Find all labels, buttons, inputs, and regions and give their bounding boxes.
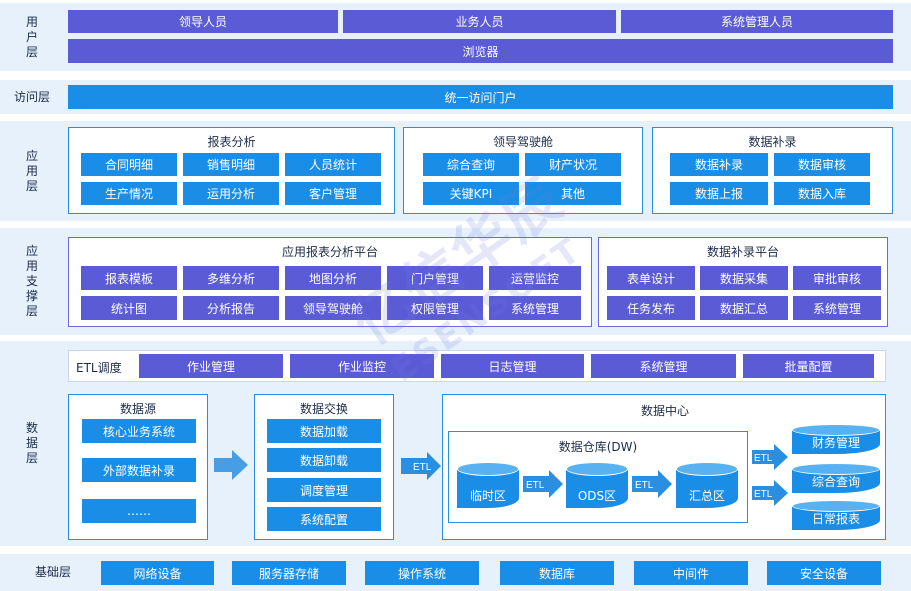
staging-db-icon: 临时区 xyxy=(457,462,519,508)
base-cell: 服务器存储 xyxy=(232,561,346,585)
layer-label-base: 基础层 xyxy=(34,565,71,579)
etl-arrow-icon: ETL xyxy=(752,444,788,470)
app-cell: 数据入库 xyxy=(774,182,870,205)
support-cell: 系统管理 xyxy=(793,296,881,320)
etl-arrow-icon: ETL xyxy=(401,452,441,480)
etl-cell: 作业管理 xyxy=(139,354,283,378)
etl-arrow-label: ETL xyxy=(413,462,432,473)
query-mart-icon: 综合查询 xyxy=(792,463,880,493)
layer-label-support: 应用支撑层 xyxy=(25,244,38,318)
app-cell: 综合查询 xyxy=(423,153,519,176)
etl-arrow-label: ETL xyxy=(635,480,654,491)
app-cell: 其他 xyxy=(525,182,621,205)
finance-mart-icon: 财务管理 xyxy=(792,424,880,454)
support-cell: 分析报告 xyxy=(183,296,279,320)
app-cell: 关键KPI xyxy=(423,182,519,205)
etl-cell: 日志管理 xyxy=(441,354,584,378)
data-exchange-title: 数据交换 xyxy=(299,402,348,416)
arrow-right-icon xyxy=(214,450,248,480)
source-cell: 核心业务系统 xyxy=(82,419,196,443)
role-sysadmin: 系统管理人员 xyxy=(621,10,893,33)
support-cell: 权限管理 xyxy=(387,296,483,320)
supplement-platform-title: 数据补录平台 xyxy=(706,245,779,259)
ods-db-icon: ODS区 xyxy=(566,462,628,508)
support-cell: 系统管理 xyxy=(489,296,581,320)
support-cell: 地图分析 xyxy=(285,266,381,290)
exchange-cell: 数据卸载 xyxy=(267,448,381,472)
source-cell: …… xyxy=(82,499,196,523)
layer-label-user: 用户层 xyxy=(25,14,38,59)
layer-label-data: 数据层 xyxy=(25,421,38,465)
support-cell: 数据汇总 xyxy=(700,296,788,320)
support-cell: 任务发布 xyxy=(607,296,695,320)
exchange-cell: 数据加载 xyxy=(267,419,381,443)
layer-label-app: 应用层 xyxy=(25,148,38,193)
base-cell: 中间件 xyxy=(634,561,748,585)
base-cell: 操作系统 xyxy=(365,561,479,585)
exchange-cell: 调度管理 xyxy=(267,478,381,502)
app-cell: 合同明细 xyxy=(81,153,177,176)
data-center-title: 数据中心 xyxy=(640,404,689,418)
support-cell: 报表模板 xyxy=(81,266,177,290)
data-warehouse-title: 数据仓库(DW) xyxy=(558,440,638,454)
unified-portal-bar: 统一访问门户 xyxy=(68,85,893,109)
role-leader: 领导人员 xyxy=(68,10,338,33)
support-cell: 数据采集 xyxy=(700,266,788,290)
app-cell: 运用分析 xyxy=(183,182,279,205)
role-business: 业务人员 xyxy=(343,10,616,33)
data-source-title: 数据源 xyxy=(119,402,156,416)
base-cell: 网络设备 xyxy=(101,561,214,585)
support-cell: 多维分析 xyxy=(183,266,279,290)
report-platform-title: 应用报表分析平台 xyxy=(281,245,378,259)
support-cell: 领导驾驶舱 xyxy=(285,296,381,320)
base-cell: 安全设备 xyxy=(767,561,881,585)
exchange-cell: 系统配置 xyxy=(267,507,381,531)
app-cell: 财产状况 xyxy=(525,153,621,176)
etl-arrow-label: ETL xyxy=(754,489,773,500)
etl-arrow-label: ETL xyxy=(526,480,545,491)
etl-arrow-icon: ETL xyxy=(752,480,788,506)
etl-cell: 作业监控 xyxy=(290,354,434,378)
app-cell: 数据审核 xyxy=(774,153,870,176)
app-cell: 数据上报 xyxy=(670,182,768,205)
etl-arrow-icon: ETL xyxy=(632,470,672,498)
support-cell: 审批审核 xyxy=(793,266,881,290)
summary-db-icon: 汇总区 xyxy=(676,462,738,508)
support-cell: 表单设计 xyxy=(607,266,695,290)
app-cell: 数据补录 xyxy=(670,153,768,176)
cockpit-title: 领导驾驶舱 xyxy=(492,135,553,149)
support-cell: 运营监控 xyxy=(489,266,581,290)
support-cell: 门户管理 xyxy=(387,266,483,290)
etl-arrow-label: ETL xyxy=(754,453,773,464)
base-cell: 数据库 xyxy=(500,561,614,585)
app-cell: 生产情况 xyxy=(81,182,177,205)
etl-cell: 系统管理 xyxy=(591,354,736,378)
source-cell: 外部数据补录 xyxy=(82,458,196,482)
report-analysis-title: 报表分析 xyxy=(207,135,256,149)
support-cell: 统计图 xyxy=(81,296,177,320)
app-cell: 销售明细 xyxy=(183,153,279,176)
etl-cell: 批量配置 xyxy=(743,354,874,378)
etl-arrow-icon: ETL xyxy=(523,470,563,498)
daily-report-mart-icon: 日常报表 xyxy=(792,500,880,530)
supplement-title: 数据补录 xyxy=(748,135,797,149)
etl-schedule-label: ETL调度 xyxy=(76,361,122,375)
browser-bar: 浏览器 xyxy=(68,39,893,63)
app-cell: 客户管理 xyxy=(285,182,381,205)
app-cell: 人员统计 xyxy=(285,153,381,176)
layer-label-access: 访问层 xyxy=(13,89,50,104)
